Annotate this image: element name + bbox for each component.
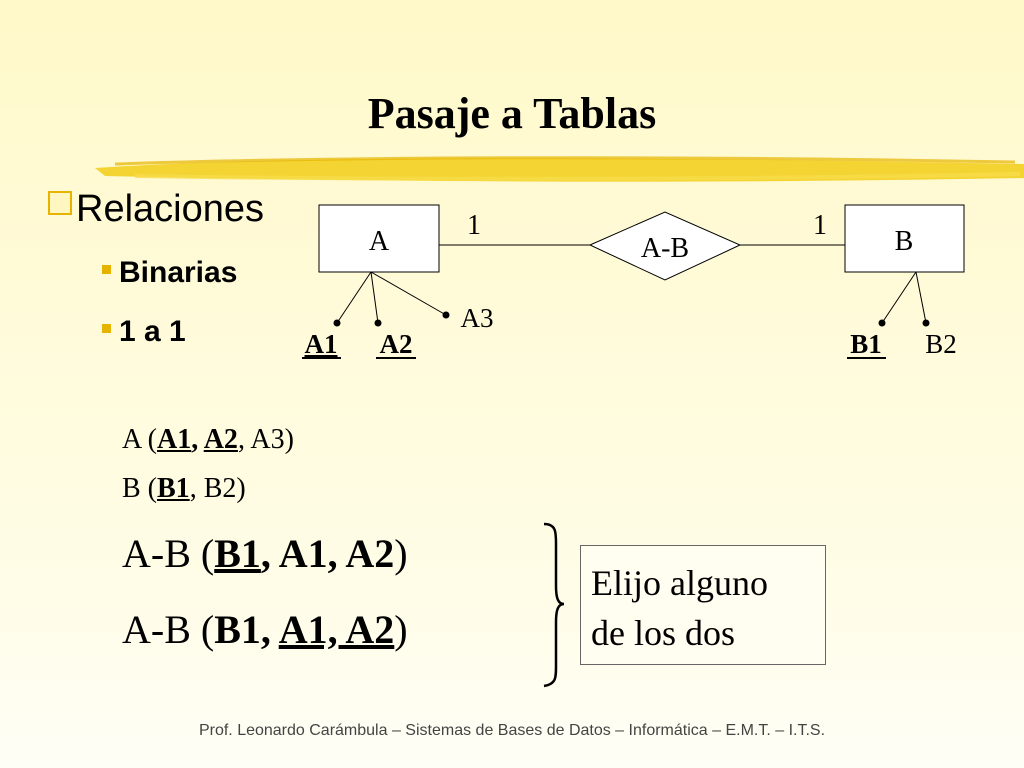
- pk-option1: B1: [214, 531, 261, 576]
- cardinality-b: 1: [813, 210, 827, 241]
- bullet-binarias: Binarias: [102, 256, 237, 290]
- attr-b2: B2: [925, 329, 957, 359]
- pk-a1: A1: [157, 424, 192, 455]
- attr-b1: B1: [850, 329, 882, 359]
- pk-option2: A1, A2: [278, 607, 395, 652]
- entity-a-label: A: [369, 226, 390, 257]
- attr-a1: A1: [305, 329, 338, 359]
- table-ab-option2: A-B (B1, A1, A2): [122, 607, 408, 652]
- slide-title: Pasaje a Tablas: [367, 89, 657, 138]
- relationship-label: A-B: [641, 233, 689, 264]
- pk-a2: A2: [203, 424, 238, 455]
- attr-dot: [374, 319, 382, 327]
- entity-b-box: [844, 204, 965, 273]
- relationship-diamond: [588, 211, 742, 281]
- cardinality-a: 1: [467, 210, 481, 241]
- er-diagram: A A-B B 1 1 A1 A2 A3 B1 B2: [302, 204, 965, 359]
- entity-b-label: B: [895, 226, 914, 257]
- bullet-relaciones: Relaciones: [48, 188, 264, 231]
- attr-a3: A3: [461, 303, 494, 333]
- checkbox-bullet-icon: [48, 191, 72, 215]
- square-bullet-icon: [102, 265, 111, 274]
- attr-dot: [922, 319, 930, 327]
- attr-dot: [442, 311, 450, 319]
- attr-a2: A2: [380, 329, 413, 359]
- title-underline-brush: [95, 156, 1024, 182]
- note-box: Elijo alguno de los dos: [580, 545, 826, 665]
- square-bullet-icon: [102, 324, 111, 333]
- table-ab-option1: A-B (B1, A1, A2): [122, 531, 408, 576]
- attr-dot: [333, 319, 341, 327]
- footer-credit: Prof. Leonardo Carámbula – Sistemas de B…: [198, 722, 826, 739]
- bullet-1a1: 1 a 1: [102, 315, 186, 349]
- pk-b1: B1: [157, 473, 190, 504]
- entity-a-box: [318, 204, 440, 273]
- attr-dot: [878, 319, 886, 327]
- curly-brace-icon: [543, 522, 565, 688]
- table-b-schema: B (B1, B2): [122, 473, 246, 504]
- table-a-schema: A (A1, A2, A3): [122, 424, 294, 455]
